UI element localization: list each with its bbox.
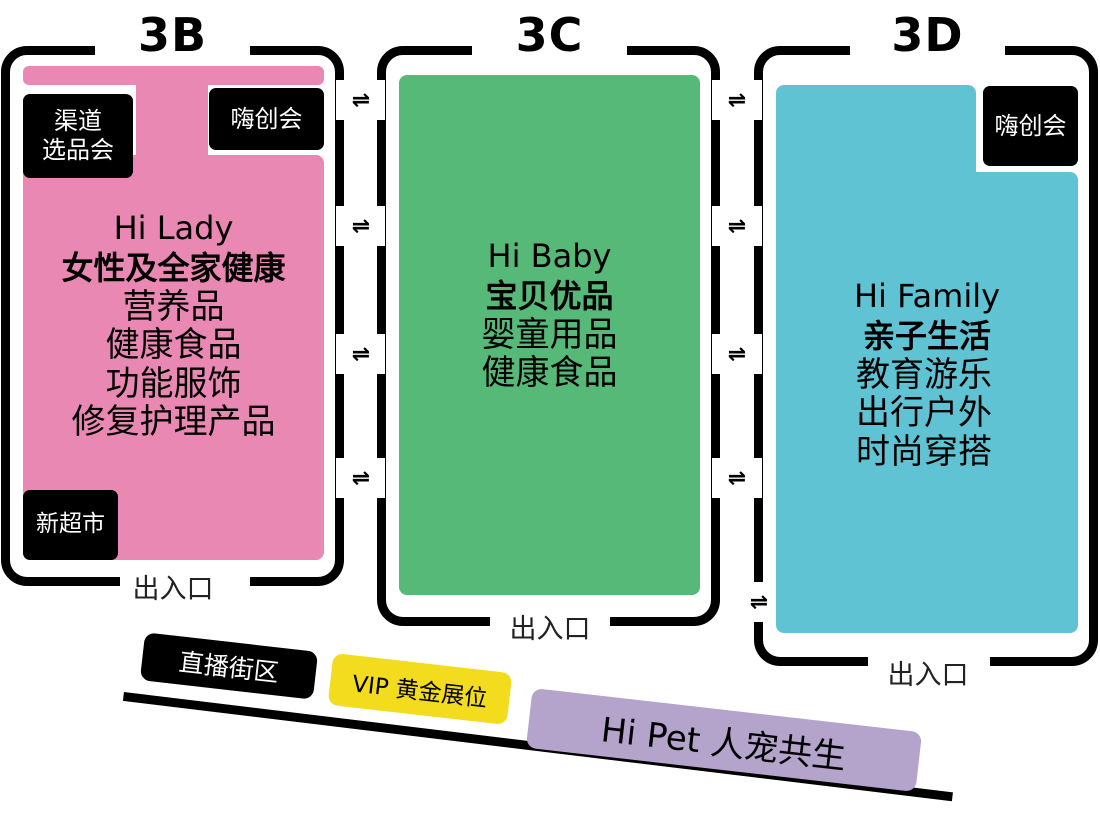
channel-selection-tag-line-2: 选品会 [42, 136, 114, 164]
hall-3c-entrance: 出入口 [509, 614, 591, 645]
hi-chuang-tag-3d: 嗨创会 [983, 86, 1078, 166]
hall-3d-zone-left [776, 85, 976, 633]
hall-3c-zone [399, 75, 700, 595]
connector-arrow-icon: ⇌ [727, 214, 747, 239]
hall-3b-zone-mid [136, 85, 202, 160]
connector-arrow-icon: ⇌ [351, 214, 371, 239]
hi-lady-item: 营养品 [122, 287, 225, 327]
connector-arrow-icon: ⇌ [749, 590, 769, 615]
hall-3d-entrance-gap [868, 655, 990, 671]
hi-family-title: Hi Family [853, 277, 1001, 315]
new-supermarket-tag: 新超市 [23, 490, 118, 560]
hall-3b-entrance: 出入口 [132, 574, 214, 605]
vip-booth-zone: VIP 黄金展位 [327, 652, 513, 726]
channel-selection-tag: 渠道选品会 [23, 94, 133, 178]
connector-gap [336, 80, 385, 120]
hi-baby-item: 健康食品 [481, 353, 618, 394]
hall-3c-label: 3C [515, 8, 584, 62]
hall-3b-zone-right-notch [202, 85, 208, 155]
hi-baby-zone: Hi Baby 宝贝优品 婴童用品 健康食品 [399, 236, 700, 393]
live-street-label: 直播街区 [177, 647, 281, 688]
connector-gap [712, 80, 762, 120]
hall-3b-label-gap [95, 40, 250, 56]
connector-gap [712, 458, 762, 498]
hall-3d-zone-right [960, 172, 1078, 633]
connector-gap [712, 206, 762, 246]
hi-family-item: 时尚穿搭 [856, 431, 992, 472]
hall-3c-label-gap [472, 40, 627, 56]
connector-arrow-icon: ⇌ [727, 342, 747, 367]
connector-gap [336, 458, 385, 498]
hi-baby-subtitle: 宝贝优品 [485, 277, 614, 315]
hall-3d-label-gap [850, 40, 1005, 56]
hi-lady-item: 功能服饰 [105, 363, 242, 404]
connector-gap [745, 582, 771, 622]
hi-family-zone: Hi Family 亲子生活 教育游乐 出行户外 时尚穿搭 [776, 276, 1078, 471]
connector-arrow-icon: ⇌ [351, 88, 371, 113]
hall-3d-label: 3D [891, 8, 964, 62]
hi-family-item: 出行户外 [856, 393, 992, 434]
connector-gap [336, 206, 385, 246]
hall-3b-zone-top-strip [23, 66, 324, 85]
hi-pet-label: Hi Pet 人宠共生 [599, 709, 849, 778]
hi-lady-zone: Hi Lady 女性及全家健康 营养品 健康食品 功能服饰 修复护理产品 [23, 208, 324, 442]
vip-booth-label: VIP 黄金展位 [350, 671, 489, 713]
hi-baby-item: 婴童用品 [481, 315, 618, 355]
hi-lady-item: 健康食品 [105, 325, 242, 366]
hi-chuang-tag-3b: 嗨创会 [209, 88, 324, 150]
connector-gap [712, 334, 762, 374]
hall-3b-label: 3B [137, 8, 208, 62]
hi-family-subtitle: 亲子生活 [862, 317, 991, 355]
live-street-zone: 直播街区 [139, 632, 319, 700]
connector-gap [336, 334, 385, 374]
connector-arrow-icon: ⇌ [727, 88, 747, 113]
hi-lady-item: 修复护理产品 [71, 402, 276, 443]
hi-family-item: 教育游乐 [856, 355, 992, 395]
hi-baby-title: Hi Baby [487, 237, 612, 275]
connector-arrow-icon: ⇌ [351, 342, 371, 367]
hall-3b-entrance-gap [120, 575, 250, 591]
hi-lady-title: Hi Lady [113, 209, 234, 247]
hi-lady-subtitle: 女性及全家健康 [61, 249, 286, 287]
channel-selection-tag-line-1: 渠道 [54, 107, 102, 136]
connector-arrow-icon: ⇌ [351, 466, 371, 491]
hall-3d-entrance: 出入口 [887, 660, 969, 691]
hall-3c-entrance-gap [490, 615, 610, 631]
hi-pet-zone: Hi Pet 人宠共生 [525, 688, 923, 792]
connector-arrow-icon: ⇌ [727, 466, 747, 491]
